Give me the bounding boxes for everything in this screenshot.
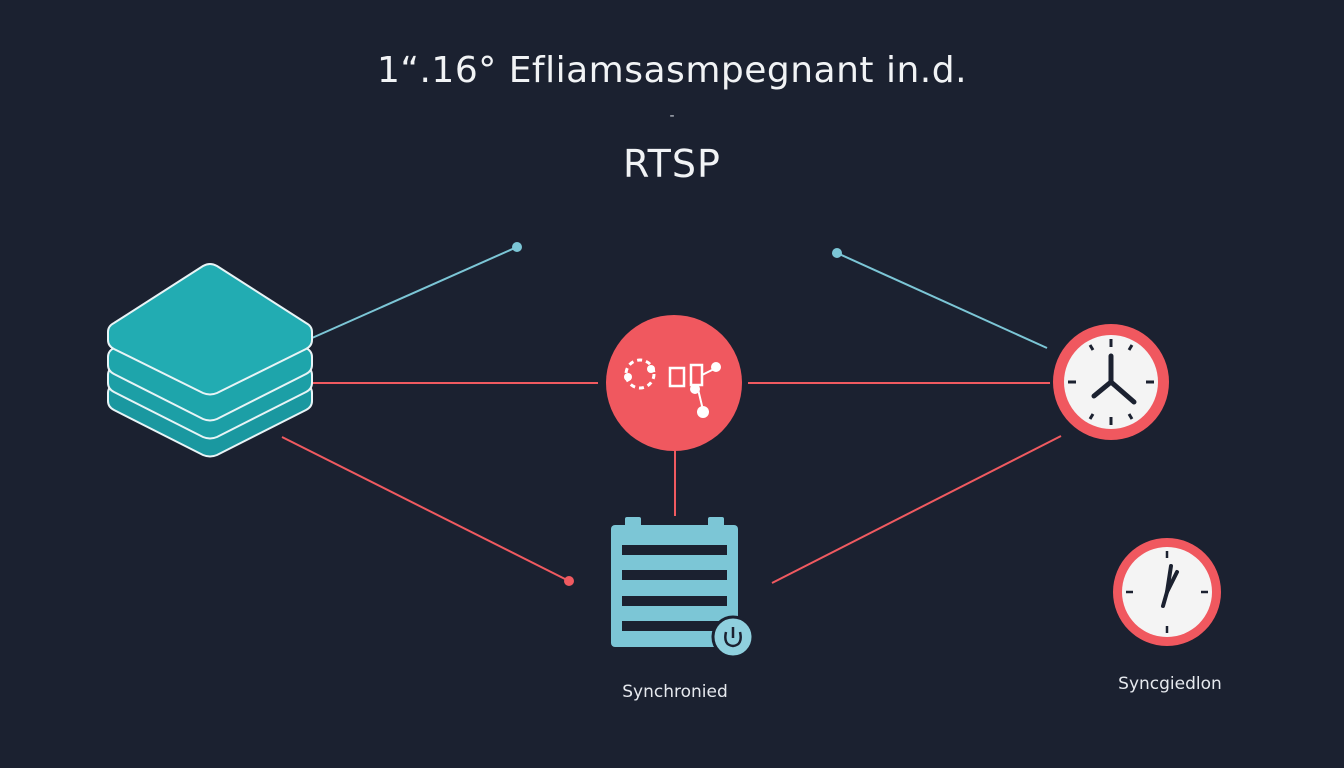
node-square-icon — [668, 366, 686, 388]
endpoint-dot-left — [512, 242, 522, 252]
connector-stack-down — [281, 436, 570, 582]
diagram-subtitle: RTSP — [623, 142, 721, 186]
clock-caption: Syncgiedlon — [1118, 674, 1222, 694]
title-separator: - — [669, 108, 675, 124]
server-caption: Synchronied — [622, 682, 728, 702]
clock-icon-small — [1113, 538, 1221, 646]
diagram-title: 1“.16° Efliamsasmpegnant in.d. — [376, 50, 968, 91]
connector-stack-top — [311, 246, 518, 339]
connector-clock-top — [836, 252, 1048, 349]
loop-icon — [624, 358, 656, 390]
layers-stack-icon — [107, 263, 313, 458]
clock-icon — [1053, 324, 1169, 440]
endpoint-dot-right — [832, 248, 842, 258]
network-hub-icon — [606, 315, 742, 451]
endpoint-dot-bottom — [564, 576, 574, 586]
server-rack-icon — [611, 517, 738, 647]
power-icon[interactable] — [711, 615, 755, 659]
connector-server-clock — [771, 435, 1062, 584]
connectors — [281, 242, 1062, 586]
